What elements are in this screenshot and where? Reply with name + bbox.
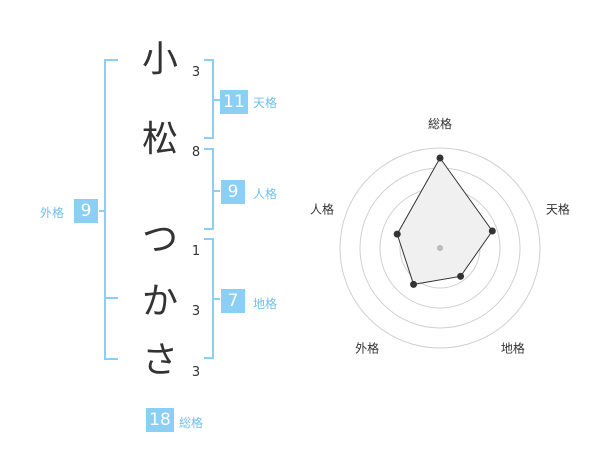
radar-axis-label: 外格 [355,340,379,355]
radar-axis-label: 人格 [310,202,334,217]
radar-axis-label: 総格 [428,116,452,131]
radar-axis-label: 地格 [501,340,525,355]
radar-point-2 [488,227,496,235]
tenkaku-value: 11 [220,90,248,114]
radar-point-1 [436,154,444,162]
radar-center-dot [437,245,443,251]
name-char-4: か [141,281,178,322]
gaikaku-split-tick [104,297,118,299]
stroke-count-2: 8 [191,145,201,160]
chikaku-value: 7 [221,289,245,313]
name-char-2: 松 [141,119,178,160]
soukaku-label: 総格 [179,416,204,430]
radar-point-4 [410,280,418,288]
gaikaku-value: 9 [74,199,98,223]
stroke-count-5: 3 [191,365,201,380]
soukaku-value: 18 [146,408,174,432]
chikaku-label: 地格 [253,297,278,311]
jinkaku-value: 9 [221,180,245,204]
stroke-count-3: 1 [191,244,201,259]
stroke-count-1: 3 [191,65,201,80]
jinkaku-bracket [204,148,214,230]
radar-ring-5 [339,147,541,349]
radar-points [393,154,496,288]
tenkaku-connector [214,99,220,101]
tenkaku-bracket [204,59,214,139]
gaikaku-connector [99,210,105,212]
chikaku-connector [214,298,220,300]
gaikaku-label: 外格 [40,206,65,220]
name-char-1: 小 [141,39,178,80]
radar-axis-label: 天格 [546,202,570,217]
radar-point-3 [457,272,465,280]
tenkaku-label: 天格 [253,96,278,110]
name-char-3: つ [141,219,178,260]
radar-area [396,157,493,285]
radar-point-5 [393,230,401,238]
chikaku-bracket [204,238,214,359]
jinkaku-connector [214,190,220,192]
gaikaku-bracket [104,59,118,360]
jinkaku-label: 人格 [253,187,278,201]
stroke-count-4: 3 [191,304,201,319]
name-char-5: さ [141,340,178,381]
